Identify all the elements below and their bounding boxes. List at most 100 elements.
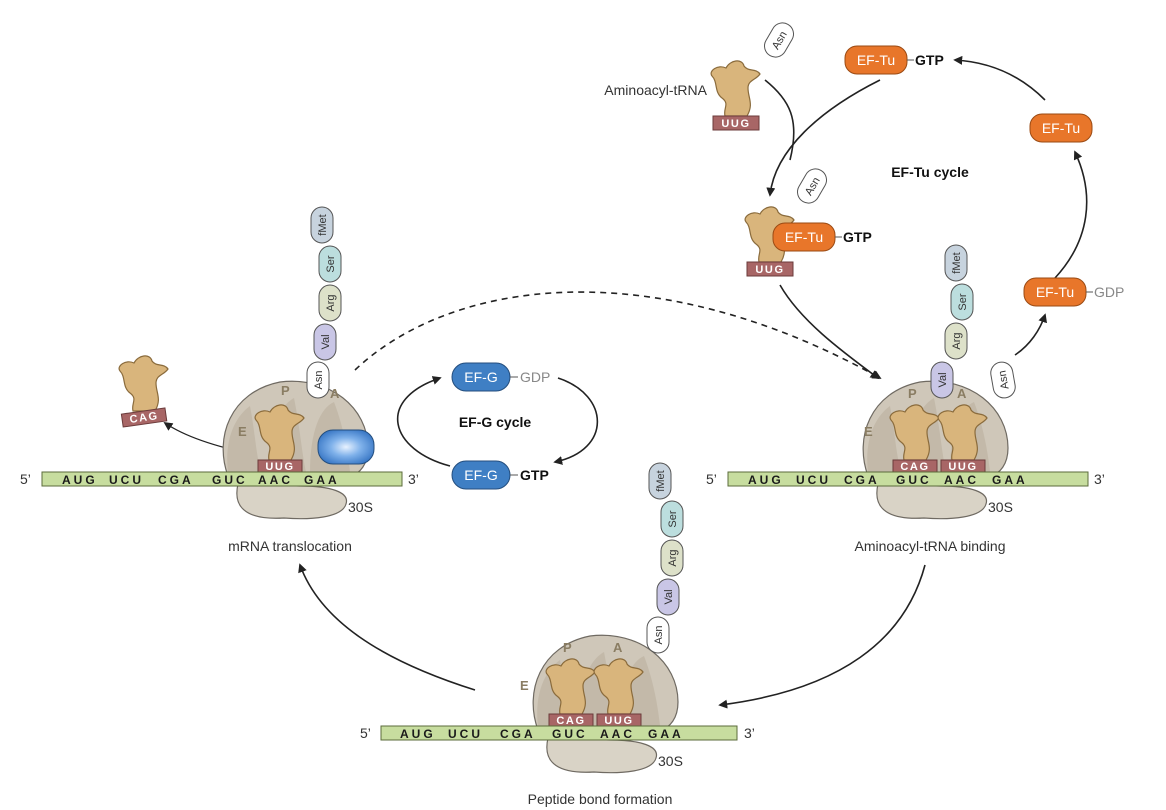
codon-box: [120, 407, 168, 428]
site-a-label: A: [613, 640, 623, 655]
mrna-3-prime: 3’: [1094, 471, 1105, 487]
mrna-codon: UCU: [796, 473, 831, 487]
ef-tu-gdp-label: GDP: [1094, 284, 1124, 300]
codon-box: [746, 261, 794, 277]
ser-residue: [950, 283, 974, 321]
codon-label: CAG: [900, 461, 929, 473]
site-e-label: E: [238, 424, 247, 439]
peptide-chain: Asn Val Arg Ser fMet: [646, 462, 684, 654]
mrna-codon: AUG: [62, 473, 98, 487]
site-e-label: E: [864, 424, 873, 439]
ef-tu-bound-factor: EF-Tu: [785, 229, 823, 245]
mrna-strand: [380, 725, 738, 741]
mrna-codon: GAA: [648, 727, 684, 741]
mrna-codon: GUC: [552, 727, 588, 741]
ef-g-cycle-title: EF-G cycle: [459, 414, 532, 430]
fmet-residue-label: fMet: [317, 214, 329, 235]
small-subunit-label: 30S: [658, 753, 683, 769]
stage-peptide: E P A CAG UUG 5’ 3’ AUG UCU CGA GUC AAC …: [360, 462, 755, 807]
asn-residue: [797, 168, 827, 204]
aminoacyl-trna-label: Aminoacyl-tRNA: [604, 82, 707, 98]
site-a-label: A: [957, 386, 967, 401]
ser-residue-label: Ser: [325, 255, 337, 272]
codon-label: UUG: [265, 461, 294, 473]
ef-tu-gtp-label: GTP: [915, 52, 944, 68]
asn-residue: [990, 361, 1016, 399]
ef-g-cycle-left-arc: [396, 376, 451, 467]
mrna-codon: UCU: [448, 727, 483, 741]
arg-residue: [944, 322, 968, 360]
mrna-codon: AUG: [400, 727, 436, 741]
asn-residue-label: Asn: [313, 371, 325, 390]
mrna-codon: AAC: [600, 727, 635, 741]
mrna-codon: CGA: [500, 727, 536, 741]
ef-g-gtp-factor: EF-G: [464, 467, 497, 483]
fmet-residue: [310, 206, 334, 244]
mrna-codon: CGA: [158, 473, 194, 487]
arg-residue-label: Arg: [951, 332, 963, 349]
ef-g-gtp-label: GTP: [520, 467, 549, 483]
ser-residue: [660, 500, 684, 538]
arg-residue-label: Arg: [667, 549, 679, 566]
val-residue-label: Val: [663, 589, 675, 604]
peptide-chain: Asn Val Arg Ser fMet: [306, 206, 342, 399]
mrna-strand: [727, 471, 1089, 487]
asn-residue-label: Asn: [653, 626, 665, 645]
ef-g-gdp-label: GDP: [520, 369, 550, 385]
free-aminoacyl-trna: UUG Asn: [710, 22, 794, 131]
val-residue: [313, 323, 337, 361]
mrna-codon: GUC: [212, 473, 248, 487]
ef-tu-free-capsule: [1029, 113, 1093, 143]
small-subunit-label: 30S: [988, 499, 1013, 515]
site-p-label: P: [908, 386, 917, 401]
val-residue-label: Val: [937, 372, 949, 387]
stage-label-peptide: Peptide bond formation: [528, 791, 673, 807]
stage-label-translocation: mRNA translocation: [228, 538, 352, 554]
ef-tu-release-arrow: [1014, 313, 1047, 356]
codon-label: UUG: [604, 715, 633, 727]
ternary-to-ribosome-arrow: [779, 284, 880, 380]
mrna-5-prime: 5’: [706, 471, 717, 487]
stage-translocation: E P A UUG 5’ 3’ AUG UCU CGA GUC AAC GAA …: [20, 206, 419, 554]
ef-tu-cycle-arc-top: [953, 55, 1046, 101]
ef-g-on-ribosome: [317, 429, 375, 465]
mrna-5-prime: 5’: [20, 471, 31, 487]
arg-residue: [318, 284, 342, 322]
ef-tu-gtp-factor: EF-Tu: [857, 52, 895, 68]
asn-residue-label: Asn: [996, 369, 1011, 390]
ser-residue: [318, 245, 342, 283]
val-residue: [656, 578, 680, 616]
codon-label: UUG: [948, 461, 977, 473]
mrna-codon: AUG: [748, 473, 784, 487]
ef-tu-bound-gtp: GTP: [843, 229, 872, 245]
mrna-3-prime: 3’: [408, 471, 419, 487]
stage-binding: E P A CAG UUG 5’ 3’ AUG UCU CGA GUC AAC …: [706, 244, 1105, 554]
asn-residue: [306, 361, 330, 399]
site-a-label: A: [330, 386, 340, 401]
ser-residue-label: Ser: [667, 510, 679, 527]
ef-tu-gdp-factor: EF-Tu: [1036, 284, 1074, 300]
ef-tu-cycle-title: EF-Tu cycle: [891, 164, 969, 180]
fmet-residue: [944, 244, 968, 282]
mrna-strand: [41, 471, 403, 487]
aminoacyl-trna-arrow: [764, 79, 795, 161]
ef-tu-free-factor: EF-Tu: [1042, 120, 1080, 136]
exiting-trna: CAG: [118, 355, 169, 428]
mrna-codon: UCU: [109, 473, 144, 487]
mrna-codon: GAA: [992, 473, 1028, 487]
codon-box: [712, 115, 760, 131]
codon-label: UUG: [755, 264, 784, 276]
mrna-codon: AAC: [258, 473, 293, 487]
ef-g-gdp-factor: EF-G: [464, 369, 497, 385]
codon-label: CAG: [556, 715, 585, 727]
ef-tu-cycle-arc-right: [1054, 150, 1088, 279]
asn-residue: [764, 22, 794, 58]
arg-residue-label: Arg: [325, 294, 337, 311]
val-residue-label: Val: [320, 334, 332, 349]
stage-label-binding: Aminoacyl-tRNA binding: [855, 538, 1006, 554]
codon-label: CAG: [129, 410, 160, 426]
mrna-codon: GUC: [896, 473, 932, 487]
site-p-label: P: [281, 383, 290, 398]
mrna-codon: CGA: [844, 473, 880, 487]
